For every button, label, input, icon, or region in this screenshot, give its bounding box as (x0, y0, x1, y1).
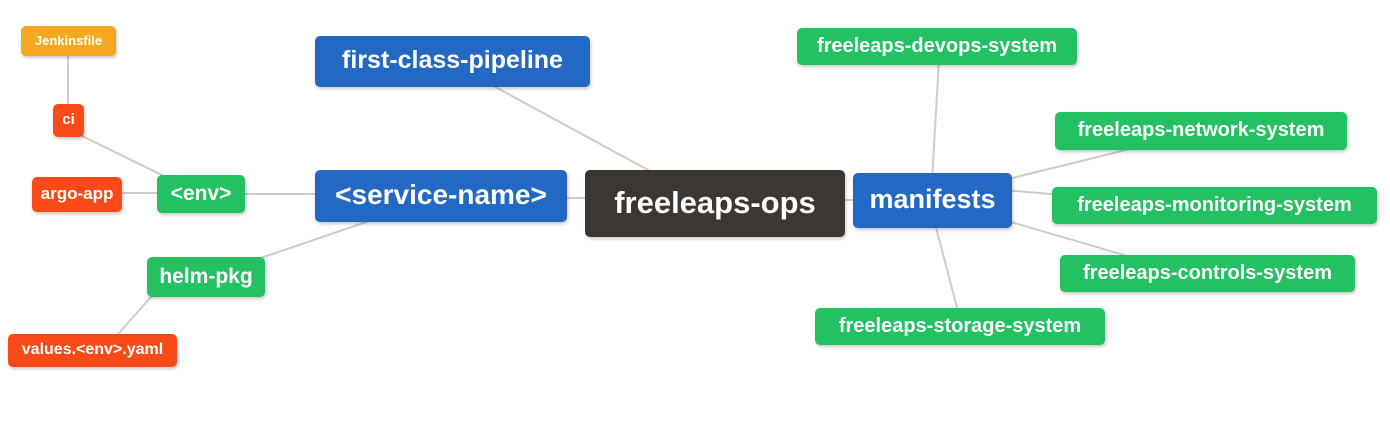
node-label: freeleaps-controls-system (1083, 261, 1332, 284)
node-jenkinsfile[interactable]: Jenkinsfile (21, 26, 116, 56)
node-label: <env> (170, 181, 232, 205)
node-label: freeleaps-network-system (1077, 119, 1325, 141)
node-label: helm-pkg (159, 264, 253, 288)
node-values-env-yaml[interactable]: values.<env>.yaml (8, 334, 177, 367)
node-label: manifests (869, 184, 996, 214)
node-label: ci (62, 111, 75, 128)
node-env[interactable]: <env> (157, 175, 245, 213)
node-label: Jenkinsfile (34, 32, 103, 48)
node-controls-system[interactable]: freeleaps-controls-system (1060, 255, 1355, 292)
node-ci[interactable]: ci (53, 104, 84, 137)
node-manifests[interactable]: manifests (853, 173, 1012, 228)
node-monitoring-system[interactable]: freeleaps-monitoring-system (1052, 187, 1377, 224)
node-network-system[interactable]: freeleaps-network-system (1055, 112, 1347, 150)
node-freeleaps-ops[interactable]: freeleaps-ops (585, 170, 845, 237)
node-label: freeleaps-ops (614, 185, 816, 220)
node-service-name[interactable]: <service-name> (315, 170, 567, 222)
edge-manifests-storage-system (933, 219, 960, 316)
edge-helm-pkg-values-env-yaml (111, 288, 159, 342)
node-label: freeleaps-storage-system (838, 314, 1082, 337)
node-label: <service-name> (335, 179, 547, 210)
node-label: freeleaps-monitoring-system (1077, 193, 1352, 216)
edge-manifests-network-system (1003, 147, 1135, 181)
node-label: first-class-pipeline (342, 46, 563, 74)
node-label: argo-app (40, 184, 114, 203)
node-helm-pkg[interactable]: helm-pkg (147, 257, 265, 297)
node-argo-app[interactable]: argo-app (32, 177, 122, 212)
node-first-class-pipeline[interactable]: first-class-pipeline (315, 36, 590, 87)
node-label: freeleaps-devops-system (816, 34, 1058, 57)
node-label: values.<env>.yaml (21, 340, 164, 358)
edge-service-name-helm-pkg (251, 217, 379, 262)
edge-manifests-devops-system (931, 59, 940, 181)
node-devops-system[interactable]: freeleaps-devops-system (797, 28, 1077, 65)
edge-first-class-pipeline-freeleaps-ops (487, 82, 660, 177)
edge-ci-env (73, 131, 173, 181)
node-storage-system[interactable]: freeleaps-storage-system (815, 308, 1105, 345)
